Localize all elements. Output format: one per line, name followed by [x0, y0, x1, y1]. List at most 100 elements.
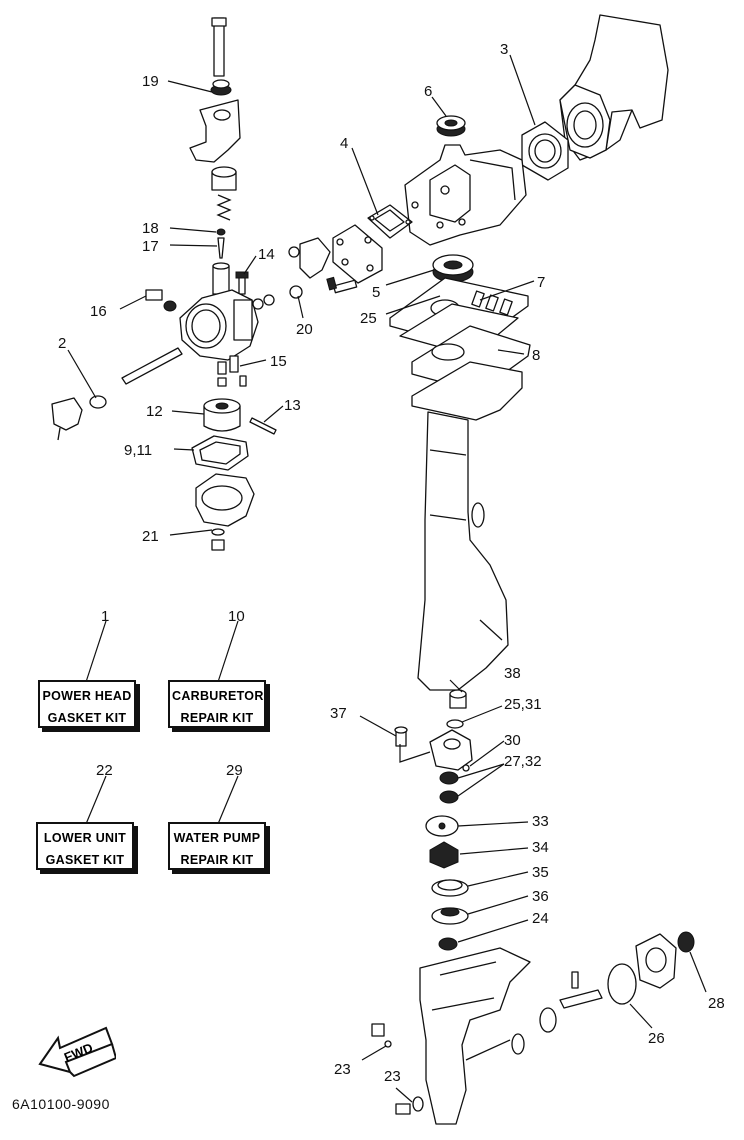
crankcase-part: [404, 144, 527, 246]
callout-4: 4: [340, 135, 348, 152]
washers-part: [252, 246, 300, 310]
callout-23b: 23: [384, 1068, 401, 1085]
throttle-shaft-part: [89, 347, 183, 409]
callout-15: 15: [270, 353, 287, 370]
float-bowl-part: [195, 473, 255, 527]
o-ring-2531-part: [446, 719, 464, 729]
bolt-16-part: [145, 289, 177, 312]
jet-part: [212, 262, 230, 295]
callout-13: 13: [284, 397, 301, 414]
callout-33: 33: [532, 813, 549, 830]
kit-line-1: CARBURETOR: [172, 689, 264, 703]
pilot-screw-15-part: [229, 355, 247, 387]
propeller-shaft-part: [511, 971, 603, 1055]
kit-line-2: GASKET KIT: [45, 853, 125, 867]
kit-line-1: WATER PUMP: [173, 831, 261, 845]
callout-23a: 23: [334, 1061, 351, 1078]
kit-number-carburetor: 10: [228, 608, 245, 625]
callout-7: 7: [537, 274, 545, 291]
small-jets-part: [217, 361, 227, 387]
choke-knob-part: [51, 397, 83, 441]
callout-37: 37: [330, 705, 347, 722]
callout-17: 17: [142, 238, 159, 255]
kit-water-pump-repair: WATER PUMP REPAIR KIT: [168, 822, 266, 870]
cylinder-block-part: [559, 14, 669, 161]
leader-lines: [67, 54, 707, 1103]
drain-screw-21-part: [211, 528, 225, 551]
drive-shaft-housing-part: [411, 361, 523, 691]
float-gasket-part: [191, 435, 249, 471]
bolt-37-part: [394, 726, 408, 747]
pin-30-part: [462, 764, 470, 772]
seals-2732-part: [439, 771, 459, 804]
needle-17-part: [217, 237, 225, 259]
callout-30: 30: [504, 732, 521, 749]
reed-gasket-4-part: [367, 204, 413, 239]
clip-18-part: [216, 228, 226, 236]
plate-35-part: [431, 879, 469, 897]
callout-18: 18: [142, 220, 159, 237]
callout-16: 16: [90, 303, 107, 320]
callout-24: 24: [532, 910, 549, 927]
plate-36-part: [431, 907, 469, 925]
float-pin-13-part: [249, 417, 277, 435]
lever-20-part: [289, 237, 331, 299]
fwd-label: FWD: [62, 1040, 95, 1065]
seal-28-part: [677, 931, 695, 953]
impeller-34-part: [429, 841, 459, 869]
kit-line-1: POWER HEAD: [42, 689, 132, 703]
callout-21: 21: [142, 528, 159, 545]
callout-14: 14: [258, 246, 275, 263]
callout-labels: 19 3 6 4 18 17 14 5 7 16 25 20 2 8 15 13…: [58, 41, 725, 1085]
oil-seal-6-part: [436, 115, 466, 137]
callout-26: 26: [648, 1030, 665, 1047]
throttle-bracket-part: [189, 99, 241, 163]
float-12-part: [203, 398, 241, 432]
oil-seal-5-part: [432, 254, 474, 283]
insert-33-part: [425, 815, 459, 837]
callout-36: 36: [532, 888, 549, 905]
kit-number-lower-unit: 22: [96, 762, 113, 779]
callout-3: 3: [500, 41, 508, 58]
gasket-3-part: [521, 121, 569, 181]
callout-25a: 25: [360, 310, 377, 327]
callout-8: 8: [532, 347, 540, 364]
diagram-code: 6A10100-9090: [12, 1096, 110, 1112]
callout-911: 9,11: [124, 442, 152, 459]
callout-2732: 27,32: [504, 753, 542, 770]
screw-14-part: [235, 271, 249, 295]
cover-plate-part: [332, 224, 383, 284]
kit-number-power-head: 1: [101, 608, 110, 625]
callout-35: 35: [532, 864, 549, 881]
kit-power-head-gasket: POWER HEAD GASKET KIT: [38, 680, 136, 728]
kit-lower-unit-gasket: LOWER UNIT GASKET KIT: [36, 822, 134, 870]
callout-6: 6: [424, 83, 432, 100]
callout-28: 28: [708, 995, 725, 1012]
callout-2: 2: [58, 335, 66, 352]
carburetor-body-part: [179, 289, 259, 361]
callout-20: 20: [296, 321, 313, 338]
screw-23b-part: [395, 1096, 424, 1115]
kit-line-2: GASKET KIT: [47, 711, 127, 725]
kit-carburetor-repair: CARBURETOR REPAIR KIT: [168, 680, 266, 728]
grommet-38-part: [449, 689, 467, 709]
callout-34: 34: [532, 839, 549, 856]
water-pump-housing-part: [429, 729, 473, 771]
o-ring-26-part: [607, 963, 637, 1005]
callout-2531: 25,31: [504, 696, 542, 713]
screw-23a-part: [371, 1023, 392, 1048]
carb-plunger-part: [211, 166, 237, 221]
kit-number-water-pump: 29: [226, 762, 243, 779]
kit-line-2: REPAIR KIT: [180, 711, 254, 725]
bearing-housing-part: [635, 933, 677, 989]
lower-unit-part: [419, 947, 531, 1125]
carb-screw-19-part: [210, 17, 232, 96]
callout-19: 19: [142, 73, 159, 90]
kit-line-2: REPAIR KIT: [180, 853, 254, 867]
callout-5: 5: [372, 284, 380, 301]
fwd-arrow-icon: FWD: [38, 1026, 116, 1078]
seal-24-part: [438, 937, 458, 951]
bolt-part: [326, 276, 358, 294]
kit-line-1: LOWER UNIT: [43, 831, 127, 845]
